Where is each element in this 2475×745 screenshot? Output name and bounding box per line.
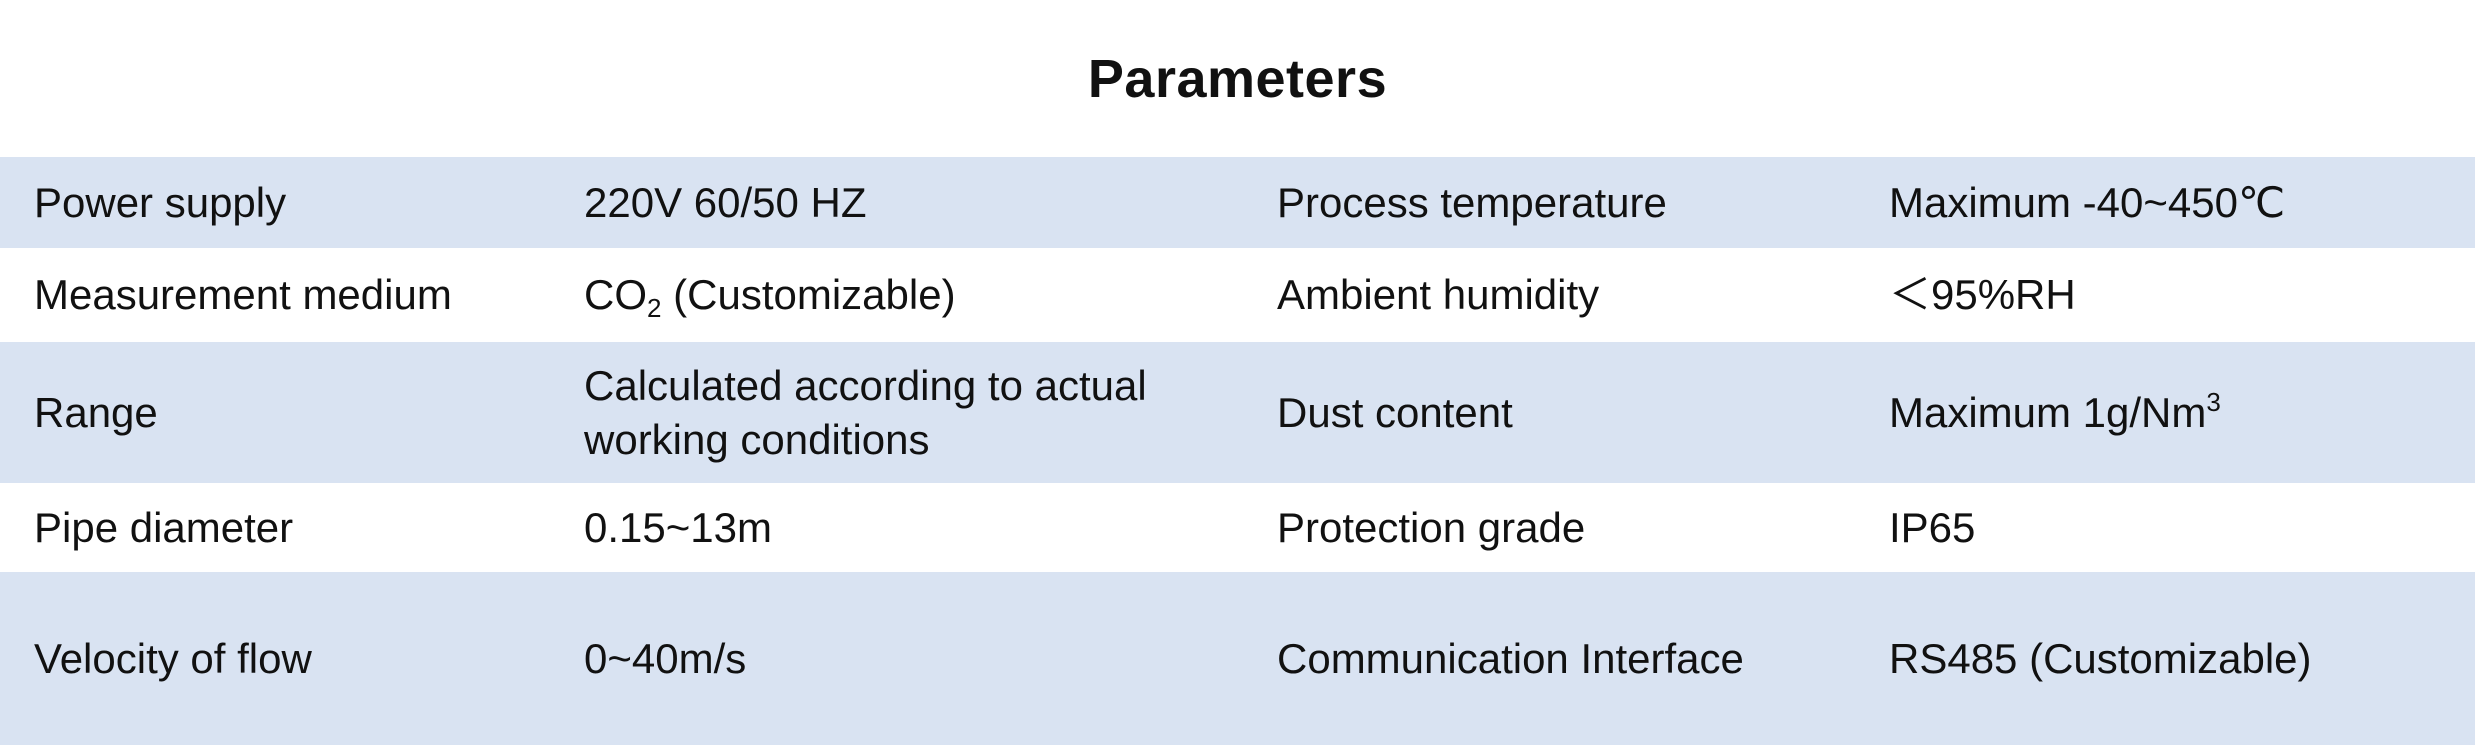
param-label: Dust content	[1277, 388, 1513, 436]
param-label: Pipe diameter	[34, 503, 294, 551]
table-row: Power supply 220V 60/50 HZ Process tempe…	[0, 157, 2475, 248]
page-title: Parameters	[1087, 48, 1388, 109]
param-value: RS485 (Customizable)	[1889, 634, 2312, 682]
param-value: IP65	[1889, 503, 1976, 551]
param-value: ＜95%RH	[1889, 271, 2076, 318]
table-row: Range Calculated according to actual wor…	[0, 342, 2475, 483]
param-label: Process temperature	[1277, 178, 1667, 226]
superscript-text: 3	[2206, 386, 2221, 417]
param-value: 0~40m/s	[584, 634, 747, 682]
param-value: Maximum 1g/Nm3	[1855, 342, 2475, 483]
param-value: Maximum -40~450℃	[1889, 178, 2286, 226]
param-label: Power supply	[34, 178, 287, 226]
param-label: Communication Interface	[1277, 634, 1744, 682]
param-label: Ambient humidity	[1277, 271, 1600, 318]
table-row: Velocity of flow 0~40m/s Communication I…	[0, 572, 2475, 745]
value-text: Maximum 1g/Nm	[1889, 388, 2207, 436]
param-label: Velocity of flow	[34, 634, 312, 682]
table-row: Measurement medium CO2 (Customizable) Am…	[0, 248, 2475, 342]
parameters-table: Power supply 220V 60/50 HZ Process tempe…	[0, 157, 2475, 745]
table-row: Pipe diameter 0.15~13m Protection grade …	[0, 483, 2475, 572]
param-label: Protection grade	[1277, 503, 1586, 551]
param-value: 0.15~13m	[584, 503, 772, 551]
param-value: Calculated according to actual working c…	[584, 361, 1147, 463]
param-label: Measurement medium	[34, 271, 452, 318]
value-text: CO	[584, 271, 647, 318]
param-value: 220V 60/50 HZ	[584, 178, 867, 226]
subscript-text: 2	[647, 293, 662, 323]
value-text: (Customizable)	[661, 271, 956, 318]
param-label: Range	[34, 388, 158, 436]
param-value: CO2 (Customizable)	[550, 248, 1243, 342]
